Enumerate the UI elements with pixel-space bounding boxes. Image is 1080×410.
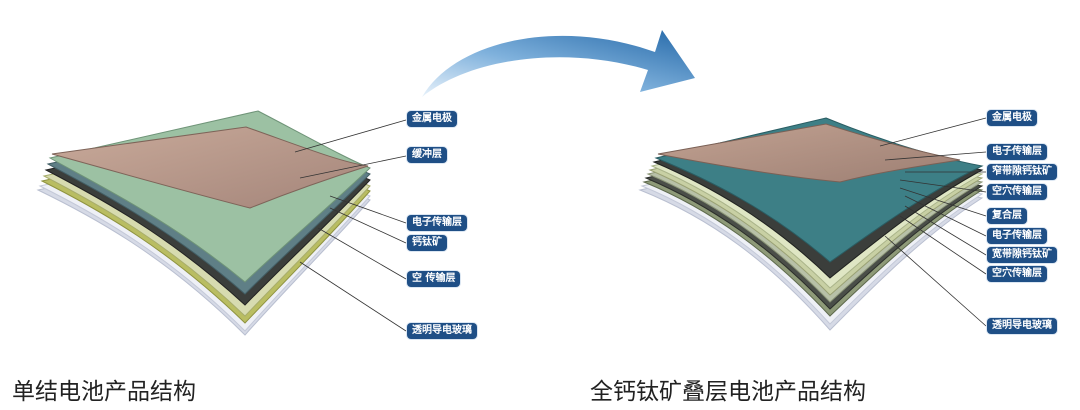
layer-metal-electrode (51, 126, 369, 209)
single-junction-stack (36, 110, 407, 336)
label-metal-electrode: 金属电极 (987, 110, 1037, 126)
leader-line (329, 207, 407, 244)
label-transparent-conductive-glass: 透明导电玻璃 (407, 323, 477, 339)
caption-single-junction: 单结电池产品结构 (12, 379, 196, 405)
leader-line (879, 117, 987, 147)
transition-arrow (422, 30, 695, 97)
label-transparent-conductive-glass: 透明导电玻璃 (987, 318, 1057, 334)
label-hole-transport-layer: 空 传输层 (407, 271, 461, 287)
label-perovskite: 钙钛矿 (407, 235, 447, 251)
leader-line (884, 151, 987, 161)
tandem-stack (638, 117, 987, 331)
leader-line (904, 195, 987, 237)
leader-line (899, 179, 987, 193)
leader-line (329, 195, 407, 224)
leader-line (904, 205, 987, 256)
label-recombination-layer: 复合层 (987, 208, 1027, 224)
label-electron-transport-layer: 电子传输层 (987, 144, 1047, 160)
label-wide-bandgap-perovskite: 宽带隙钙钛矿 (987, 247, 1057, 263)
label-electron-transport-layer: 电子传输层 (407, 215, 467, 231)
leader-line (294, 119, 407, 153)
leader-line (884, 235, 987, 327)
label-buffer-layer: 缓冲层 (407, 147, 447, 163)
leader-line (317, 227, 407, 280)
leader-line (899, 215, 987, 275)
label-narrow-bandgap-perovskite: 窄带隙钙钛矿 (987, 164, 1057, 180)
caption-tandem: 全钙钛矿叠层电池产品结构 (590, 379, 866, 405)
leader-line (299, 261, 407, 332)
label-metal-electrode: 金属电极 (407, 111, 457, 127)
label-electron-transport-layer: 电子传输层 (987, 228, 1047, 244)
leader-line (899, 187, 987, 217)
label-hole-transport-layer: 空穴传输层 (987, 184, 1047, 200)
label-hole-transport-layer: 空穴传输层 (987, 266, 1047, 282)
leader-line (299, 155, 407, 179)
